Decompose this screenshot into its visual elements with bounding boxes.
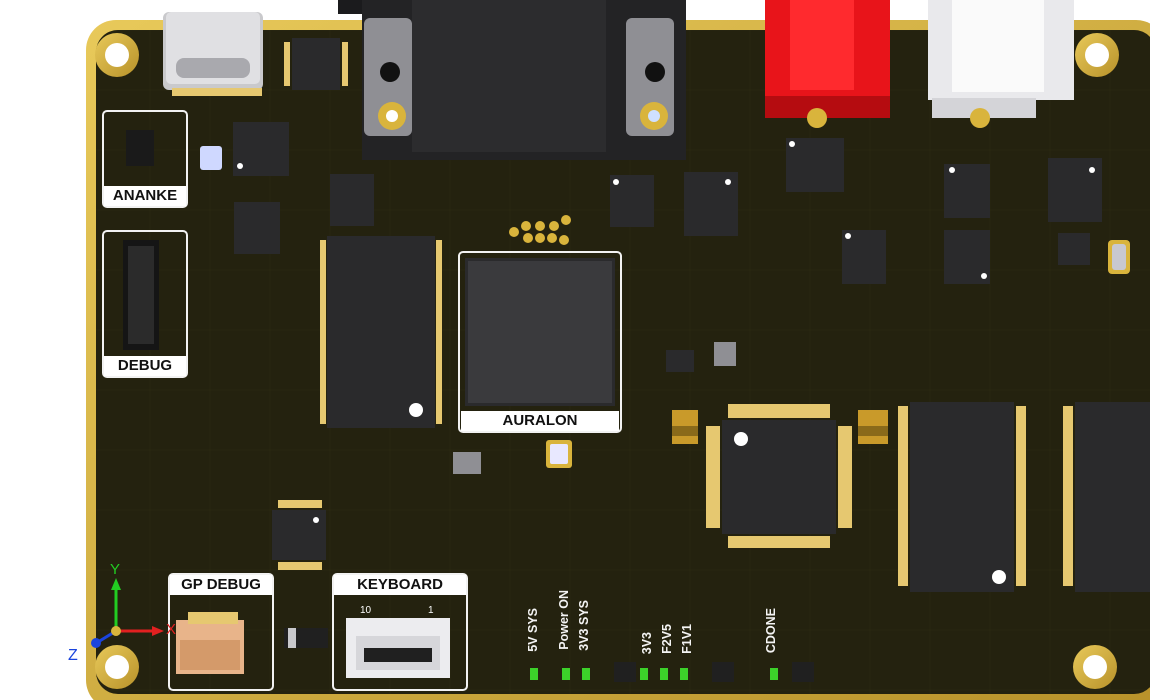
- led-label-3v3: 3V3: [640, 632, 654, 655]
- led-label-5v-sys: 5V SYS: [526, 608, 540, 652]
- mounting-hole-top-right: [1075, 33, 1119, 77]
- keyboard-label: KEYBOARD: [334, 575, 466, 595]
- debug-silkscreen-box: [102, 230, 188, 378]
- memory-chip-right-2: [1075, 402, 1150, 592]
- axis-z-label: Z: [68, 647, 78, 664]
- led-label-cdone: CDONE: [764, 608, 778, 654]
- led-label-3v3-sys: 3V3 SYS: [577, 600, 591, 651]
- small-ic: [233, 38, 1102, 560]
- mcu-qfp: [722, 420, 836, 534]
- gp-debug-silkscreen-box: [168, 573, 274, 691]
- auralon-fpga: [465, 258, 615, 406]
- status-leds: [530, 662, 814, 682]
- keyboard-silkscreen-box: [332, 573, 468, 691]
- diode: [284, 628, 328, 648]
- auralon-silkscreen-box: [458, 251, 622, 433]
- mounting-hole-bottom-left: [95, 645, 139, 689]
- ananke-label: ANANKE: [104, 186, 186, 206]
- debug-connector: [123, 240, 159, 350]
- auralon-label: AURALON: [461, 411, 619, 431]
- ic-pins: [278, 42, 1073, 586]
- ananke-chip: [126, 130, 154, 166]
- via-cluster: [509, 215, 571, 245]
- gp-debug-connector: [176, 612, 244, 674]
- led-label-f1v1: F1V1: [680, 624, 694, 654]
- ananke-silkscreen-box: [102, 110, 188, 208]
- axis-y-label: Y: [110, 561, 121, 578]
- mounting-hole-top-left: [95, 33, 139, 77]
- led-label-f2v5: F2V5: [660, 624, 674, 654]
- keyboard-connector: [346, 618, 450, 678]
- mounting-hole-bottom-right: [1073, 645, 1117, 689]
- barrel-jack-icon: [338, 0, 686, 160]
- debug-label: DEBUG: [104, 356, 186, 376]
- axis-x-label: X: [166, 621, 177, 638]
- led-label-power-on: Power ON: [557, 590, 571, 650]
- gp-debug-label: GP DEBUG: [170, 575, 272, 595]
- usb-c-connector-icon: [163, 12, 263, 96]
- sram-chip: [327, 236, 435, 428]
- white-connector-icon: [928, 0, 1074, 128]
- crystal-oscillators: [200, 146, 1130, 468]
- tantalum-capacitors: [453, 342, 888, 474]
- keyboard-pin-10-label: 10: [360, 605, 372, 616]
- keyboard-pin-1-label: 1: [428, 605, 434, 616]
- axis-gizmo-icon: [91, 578, 164, 648]
- red-connector-icon: [765, 0, 890, 128]
- memory-chip-right-1: [910, 402, 1014, 592]
